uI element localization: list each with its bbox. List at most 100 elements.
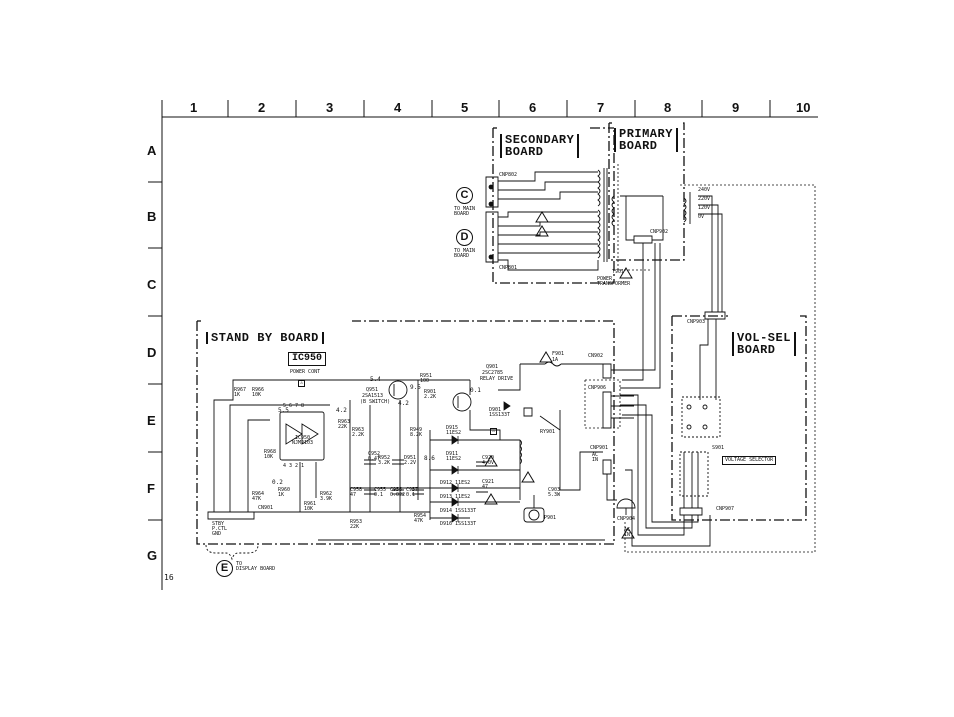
- q901-v: 0.1: [470, 387, 481, 394]
- q901-desc: RELAY DRIVE: [480, 376, 514, 382]
- r961-label: R961 10K: [304, 501, 317, 512]
- r967-label: R967 1K: [234, 387, 247, 398]
- grid-col-6: 6: [529, 100, 537, 115]
- standby-board-title: STAND BY BOARD: [206, 332, 324, 344]
- relay-ref: RY901: [540, 429, 556, 435]
- t901-text: POWER TRANSFORMER: [597, 276, 631, 287]
- q901-ref: Q901: [486, 364, 499, 370]
- r962-label: R962 3.9K: [320, 491, 333, 502]
- grid-col-10: 10: [796, 100, 811, 115]
- r949-label: R949 8.2K: [410, 427, 423, 438]
- c952-label: C952 0.47: [368, 451, 381, 462]
- q951-v3: 4.2: [398, 400, 409, 407]
- ic950-desc: POWER CONT: [290, 369, 321, 375]
- c956-label: C956 0.022: [390, 487, 406, 498]
- ic950-box-label: IC950: [288, 352, 327, 366]
- volt-5-5: 5.5: [278, 407, 289, 414]
- r952-label: R952 3.2K: [378, 455, 391, 466]
- grid-col-2: 2: [258, 100, 266, 115]
- ref-c-circle: C: [456, 187, 473, 204]
- grid-row-b: B: [147, 209, 157, 224]
- grid-col-9: 9: [732, 100, 740, 115]
- r963-label: R963 2.2K: [352, 427, 365, 438]
- r901-label: R901 2.2K: [424, 389, 437, 400]
- grid-col-8: 8: [664, 100, 672, 115]
- grid-col-7: 7: [597, 100, 605, 115]
- s901-ref: S901: [712, 445, 725, 451]
- volsel-board-outline: [672, 316, 806, 520]
- grid-col-4: 4: [394, 100, 402, 115]
- test-point-box: ⚠: [298, 380, 306, 387]
- ref-e-text: TO DISPLAY BOARD: [236, 561, 276, 572]
- ac-in-label: AC IN: [624, 527, 631, 538]
- q901-part: 2SC2785: [482, 370, 504, 376]
- ref-e-circle: E: [216, 560, 233, 577]
- cn902-label: CN902: [588, 353, 604, 359]
- r963b-label: R963 22K: [338, 419, 351, 430]
- grid-row-c: C: [147, 277, 157, 292]
- d912-label: D912 11ES2: [440, 480, 471, 486]
- cn901-label: CN901: [258, 505, 274, 511]
- grid-row-e: E: [147, 413, 156, 428]
- ic950-part: IC950 NJM2103: [292, 435, 314, 446]
- r966-label: R966 10K: [252, 387, 265, 398]
- voltage-0: 0V: [698, 214, 705, 220]
- q951-ref: Q951: [366, 387, 379, 393]
- volt-0-2: 0.2: [272, 479, 283, 486]
- q951-v2: 9.5: [410, 384, 421, 391]
- q951-part: 2SA1513: [362, 393, 384, 399]
- d901-label: D901 1SS133T: [489, 407, 511, 418]
- r951-label: R951 100: [420, 373, 433, 384]
- grid-row-a: A: [147, 143, 157, 158]
- c957-label: C957 0.1: [406, 487, 419, 498]
- cnp902-label: CNP902: [650, 229, 669, 235]
- volt-8-6: 8.6: [424, 455, 435, 462]
- primary-board-outline: [609, 123, 684, 260]
- d916-label: D916 1SS133T: [440, 521, 477, 527]
- grid-col-3: 3: [326, 100, 334, 115]
- grid-col-5: 5: [461, 100, 469, 115]
- ref-c-text: TO MAIN BOARD: [454, 206, 476, 217]
- r960-label: R960 1K: [278, 487, 291, 498]
- c921-label: C921 47: [482, 479, 495, 490]
- r954-label: R954 47K: [414, 513, 427, 524]
- d913-label: D913 11ES2: [440, 494, 471, 500]
- cnp906-label: CNP906: [588, 385, 607, 391]
- r968-label: R968 10K: [264, 449, 277, 460]
- voltage-selector-label: VOLTAGE SELECTOR: [722, 456, 777, 465]
- f901-ref: F901: [552, 351, 565, 357]
- ref-d-text: TO MAIN BOARD: [454, 248, 476, 259]
- cnp901-sub: AC IN: [592, 452, 599, 463]
- standby-board-outline: [197, 321, 614, 544]
- ic950-pins-bottom: 4 3 2 1: [283, 463, 305, 469]
- page-number: 16: [164, 573, 174, 582]
- d951-label: D951 2.2V: [404, 455, 417, 466]
- c955-label: C955 0.1: [374, 487, 387, 498]
- c903-label: C903 5.3W: [548, 487, 561, 498]
- cnp802-label: CNP802: [499, 172, 518, 178]
- r953-label: R953 22K: [350, 519, 363, 530]
- f901-val: 1A: [552, 357, 559, 363]
- grid-row-d: D: [147, 345, 157, 360]
- voltage-240: 240V: [698, 187, 711, 193]
- c958-label: C958 47: [350, 487, 363, 498]
- cnp801-label: CNP801: [499, 265, 518, 271]
- cnp903-label: CNP903: [687, 319, 706, 325]
- voltage-120: 120V: [698, 205, 711, 211]
- q951-v1: 5.4: [370, 376, 381, 383]
- cnp907-label: CNP907: [716, 506, 735, 512]
- cnp904-label: CNP904: [617, 516, 636, 522]
- q951-desc: (B SWITCH): [360, 399, 391, 405]
- volt-4-2: 4.2: [336, 407, 347, 414]
- ic950-pins-top: 5 6 7 8: [283, 403, 305, 409]
- cnp901-label: CNP901: [590, 445, 609, 451]
- c920-label: C920 4.0V: [482, 455, 495, 466]
- cn901-pins: STBY P.CTL GND: [212, 521, 228, 537]
- t901-ref: T901: [612, 269, 625, 275]
- grid-row-f: F: [147, 481, 155, 496]
- ref-d-circle: D: [456, 229, 473, 246]
